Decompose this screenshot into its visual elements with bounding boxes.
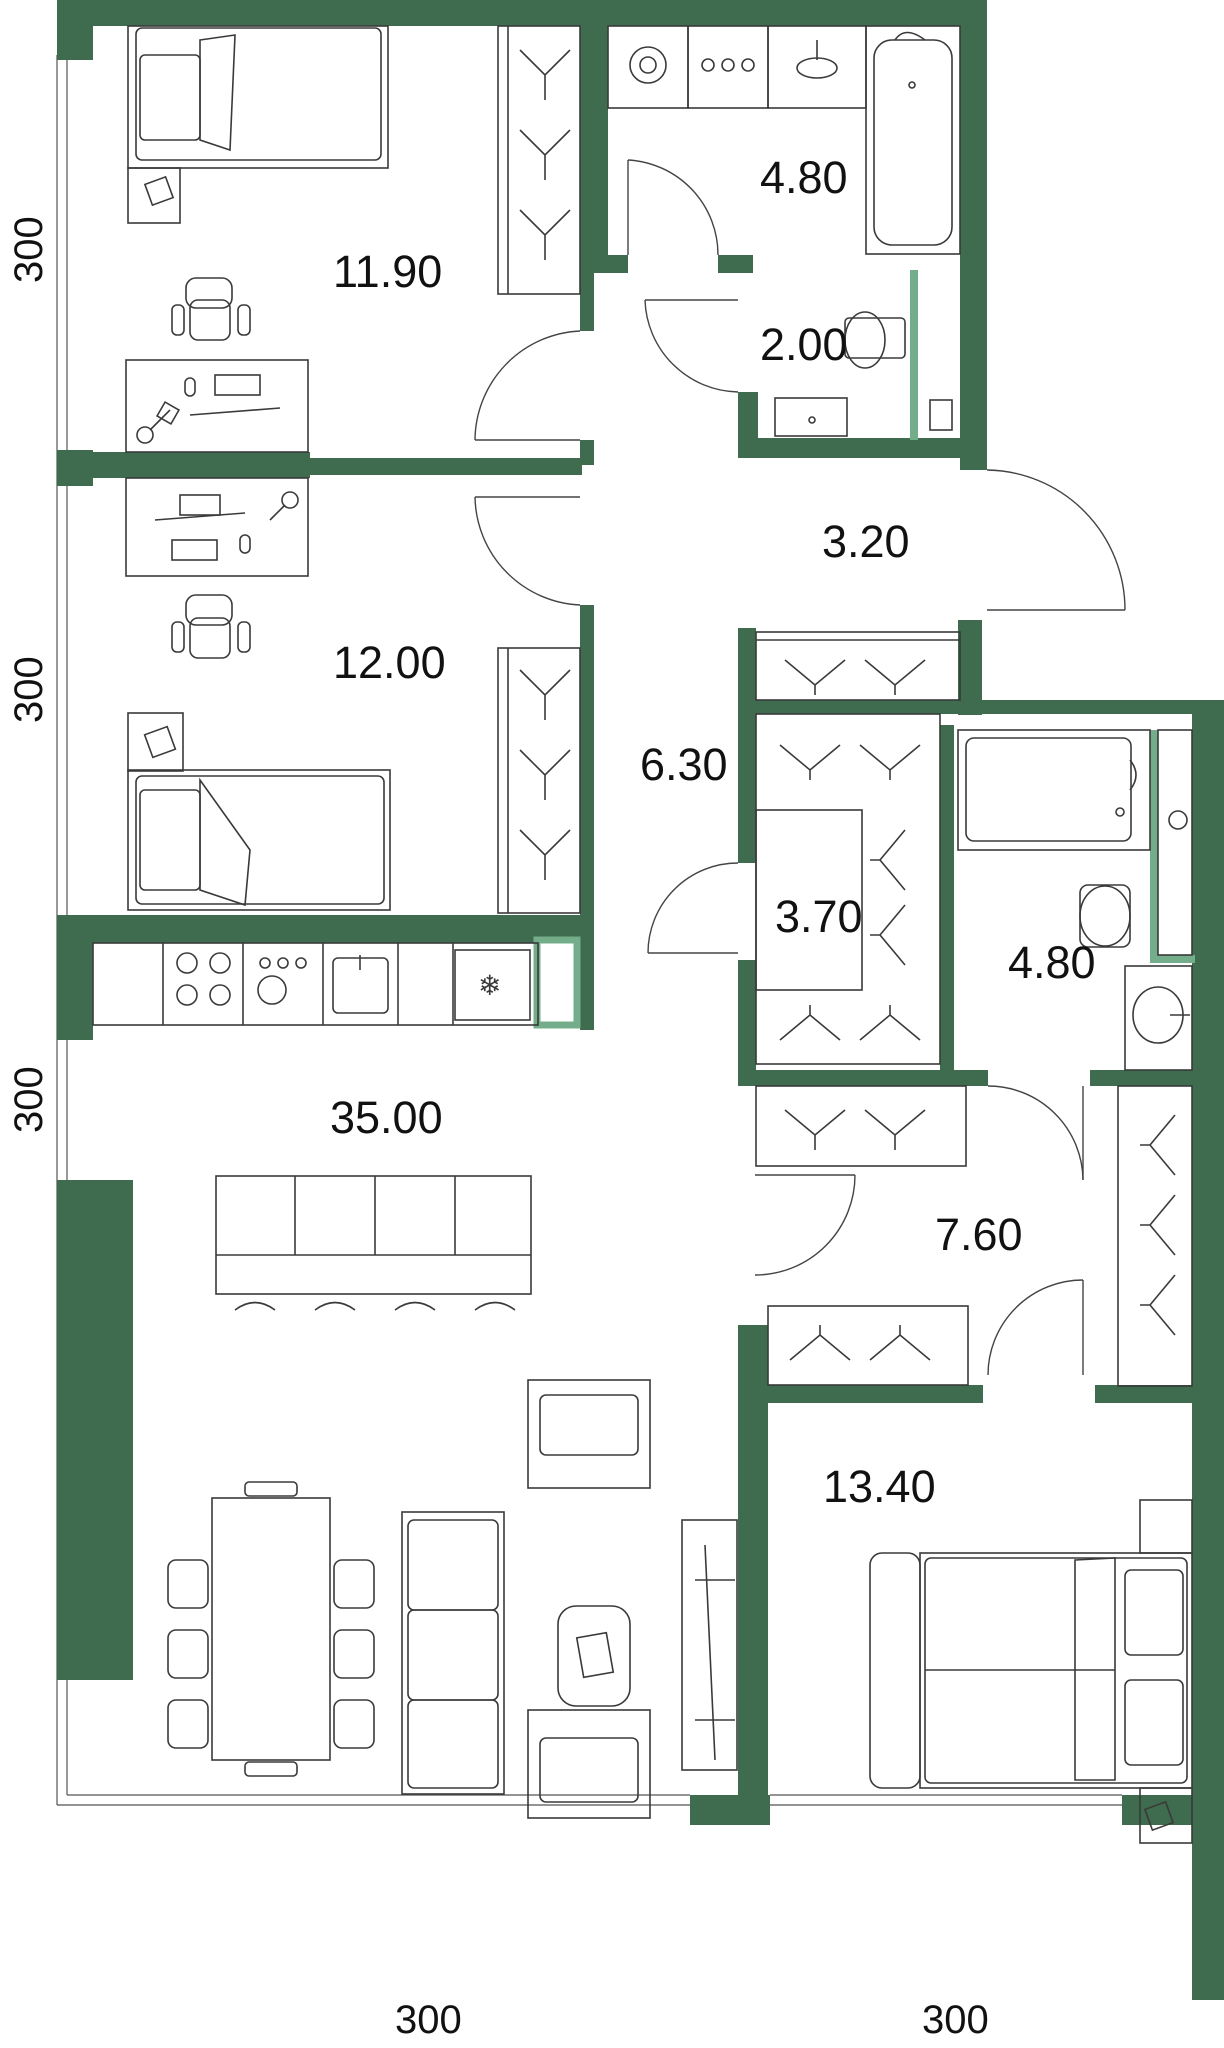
dimension-left-middle: 300 — [7, 656, 51, 723]
doors — [474, 159, 1126, 1376]
living-furniture — [167, 1175, 738, 1819]
bathroom-right-furniture — [957, 729, 1193, 1071]
master-bedroom-furniture — [869, 1499, 1193, 1844]
bathroom-top-furniture — [607, 25, 961, 255]
room-area-label: 11.90 — [333, 246, 442, 297]
dimension-bottom-left: 300 — [395, 1998, 462, 2042]
room-area-label: 6.30 — [640, 739, 728, 790]
room-area-label: 12.00 — [333, 637, 446, 688]
room-area-label: 4.80 — [1008, 937, 1096, 988]
dimension-labels: 300 300 300 300 300 — [7, 216, 989, 2042]
dimension-left-top: 300 — [7, 216, 51, 283]
walls — [57, 0, 1224, 2000]
bedroom-middle-furniture — [125, 477, 581, 914]
room-labels: 11.90 4.80 2.00 3.20 12.00 6.30 3.70 4.8… — [330, 152, 1096, 1512]
room-area-label: 7.60 — [935, 1209, 1023, 1260]
room-area-label: 4.80 — [760, 152, 848, 203]
room-area-label: 35.00 — [330, 1092, 443, 1143]
room-area-label: 3.70 — [775, 891, 863, 942]
kitchen-furniture: ❄ — [92, 942, 539, 1026]
dimension-left-bottom: 300 — [7, 1066, 51, 1133]
closet-furniture — [755, 631, 1193, 1387]
toilet-furniture — [774, 311, 953, 437]
room-area-label: 2.00 — [760, 319, 848, 370]
partitions — [533, 270, 1195, 1029]
room-area-label: 13.40 — [823, 1461, 936, 1512]
room-area-label: 3.20 — [822, 516, 910, 567]
dimension-bottom-right: 300 — [922, 1998, 989, 2042]
svg-text:❄: ❄ — [478, 969, 501, 1002]
bedroom-top-furniture — [125, 25, 581, 453]
